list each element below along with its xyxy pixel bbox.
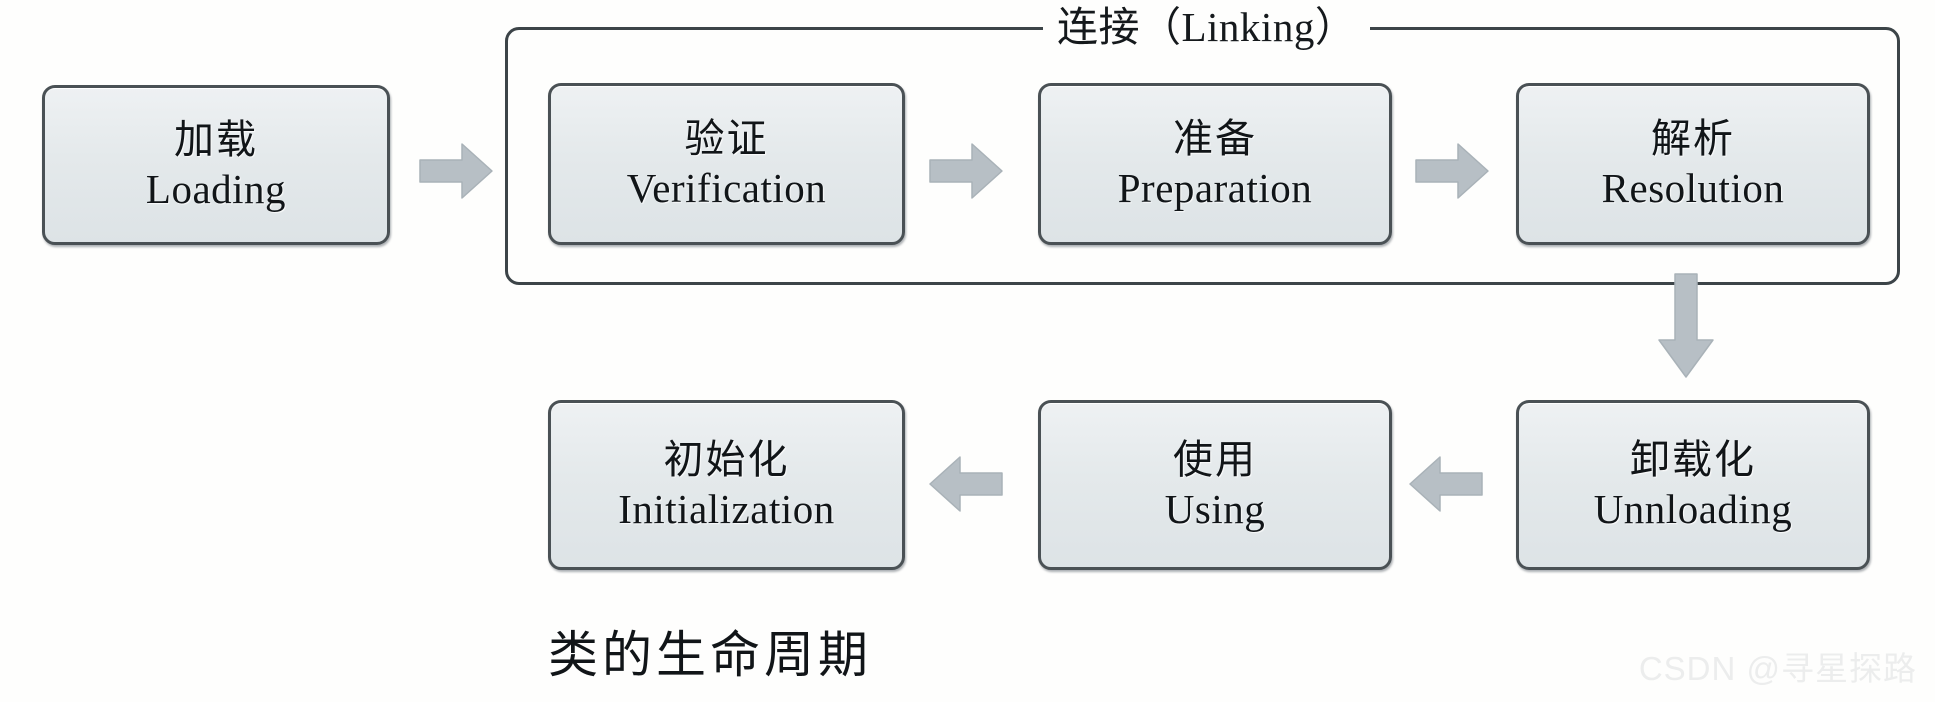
node-verification[interactable]: 验证 Verification (548, 83, 905, 245)
node-initialization-en: Initialization (618, 486, 835, 533)
arrow-right-icon (928, 140, 1004, 202)
csdn-watermark: CSDN @寻星探路 (1638, 650, 1917, 687)
node-unnloading[interactable]: 卸载化 Unnloading (1516, 400, 1870, 570)
linking-group-label: 连接（Linking） (1043, 0, 1371, 56)
node-resolution-en: Resolution (1601, 165, 1785, 212)
node-verification-zh: 验证 (684, 115, 769, 161)
node-preparation-en: Preparation (1117, 165, 1313, 212)
arrow-left-icon (1408, 453, 1484, 515)
node-loading-zh: 加载 (174, 116, 258, 162)
arrow-left-icon (928, 453, 1004, 515)
node-verification-en: Verification (626, 165, 827, 212)
node-loading[interactable]: 加载 Loading (42, 85, 390, 245)
node-resolution[interactable]: 解析 Resolution (1516, 83, 1870, 245)
node-unnloading-zh: 卸载化 (1630, 436, 1756, 482)
node-using-en: Using (1164, 486, 1266, 533)
node-using-zh: 使用 (1173, 436, 1257, 482)
node-preparation-zh: 准备 (1173, 115, 1257, 161)
node-initialization[interactable]: 初始化 Initialization (548, 400, 905, 570)
arrow-down-icon (1655, 272, 1717, 380)
arrow-right-icon (418, 140, 494, 202)
node-unnloading-en: Unnloading (1593, 486, 1793, 533)
diagram-caption: 类的生命周期 (548, 627, 872, 683)
node-resolution-zh: 解析 (1651, 115, 1735, 161)
arrow-right-icon (1414, 140, 1490, 202)
node-loading-en: Loading (145, 166, 287, 213)
node-preparation[interactable]: 准备 Preparation (1038, 83, 1392, 245)
node-using[interactable]: 使用 Using (1038, 400, 1392, 570)
node-initialization-zh: 初始化 (663, 436, 790, 482)
